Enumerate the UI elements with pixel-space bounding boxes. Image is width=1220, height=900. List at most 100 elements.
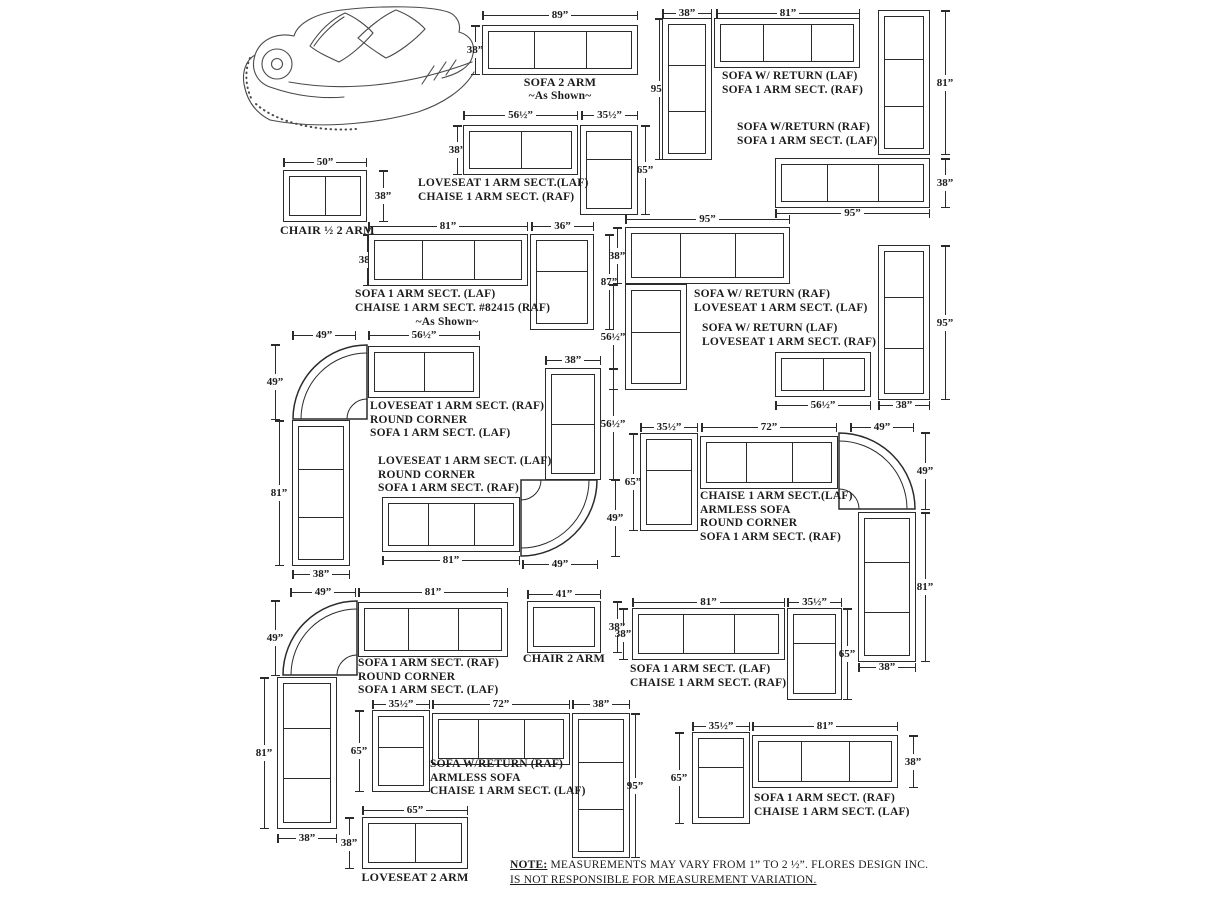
config-label: SOFA 1 ARM SECT. (RAF) CHAISE 1 ARM SECT… — [754, 792, 910, 819]
dim-label: 38” — [448, 144, 466, 156]
dim-label: 41” — [555, 588, 573, 600]
sofa-sketch-illustration — [242, 6, 475, 131]
config-label: SOFA 1 ARM SECT. (LAF) CHAISE 1 ARM SECT… — [355, 288, 550, 315]
loveseat-outline — [545, 368, 601, 480]
dim-label: 72” — [492, 698, 510, 710]
height-dim: 38” — [332, 817, 366, 869]
seat-inner — [536, 240, 588, 324]
chaise-length-dim: 65” — [616, 433, 650, 531]
seat-divider — [800, 741, 802, 782]
dim-label: 38” — [592, 698, 610, 710]
seat-inner — [378, 716, 424, 786]
seat-divider — [668, 111, 706, 113]
chair-outline — [527, 601, 601, 653]
return-length-dim: 56½” — [596, 284, 630, 390]
sofa-length-dim: 81” — [247, 677, 281, 829]
dim-label: 65” — [350, 745, 368, 757]
return-width-dim: 38” — [662, 6, 712, 20]
sofa-width-dim: 81” — [632, 595, 785, 609]
dim-label: 38” — [312, 568, 330, 580]
dim-label: 50” — [316, 156, 334, 168]
dim-label: 81” — [270, 487, 288, 499]
label-line: SOFA 1 ARM SECT. (LAF) — [355, 288, 496, 300]
dim-label: 81” — [439, 220, 457, 232]
note-label: NOTE: — [510, 859, 548, 871]
label-line: CHAISE 1 ARM SECT. (RAF) — [630, 676, 787, 689]
dim-label: 38” — [904, 755, 922, 768]
dim-label: 56½” — [600, 331, 626, 343]
sofa-outline — [878, 10, 930, 155]
seat-inner — [864, 518, 910, 656]
label-line: CHAISE 1 ARM SECT.(LAF) — [700, 490, 853, 502]
sofa-outline — [714, 18, 860, 68]
height-dim: 81” — [928, 10, 962, 155]
label-line: ROUND CORNER — [378, 468, 476, 481]
dim-label: 35½” — [388, 698, 414, 710]
corner-height-dim: 49” — [908, 432, 942, 510]
dim-label: 81” — [779, 7, 797, 19]
sofa-outline — [358, 602, 508, 657]
seat-divider — [585, 31, 587, 69]
chaise-width-dim: 38” — [572, 697, 630, 711]
sofa-width-dim: 81” — [752, 719, 898, 733]
seat-divider — [668, 65, 706, 67]
chaise-width-dim: 35½” — [787, 595, 842, 609]
dim-label: 49” — [551, 558, 569, 570]
dim-label: 38” — [614, 628, 632, 640]
dim-label: 49” — [916, 465, 934, 477]
seat-divider — [823, 358, 824, 391]
label-line: SOFA 1 ARM SECT. (RAF) — [722, 83, 864, 96]
label-sofa-return-raf: SOFA W/RETURN (RAF) SOFA 1 ARM SECT. (LA… — [737, 121, 877, 148]
sofa-outline — [775, 158, 930, 208]
config-label: SOFA 2 ARM ~As Shown~ — [482, 75, 638, 103]
label-line: SOFA W/ RETURN (RAF) — [694, 288, 831, 300]
seat-inner — [884, 16, 924, 149]
seat-divider — [298, 468, 344, 470]
seat-inner — [720, 24, 854, 62]
seat-divider — [415, 823, 416, 863]
dim-label: 36” — [554, 220, 571, 232]
dim-label: 38” — [608, 249, 626, 262]
dim-label: 95” — [936, 316, 954, 329]
seat-inner — [884, 251, 924, 394]
seat-divider — [646, 470, 692, 472]
dim-label: 81” — [916, 581, 934, 593]
seat-inner — [488, 31, 632, 69]
loveseat-length-dim: 56½” — [596, 368, 630, 480]
dim-label: 65” — [624, 476, 642, 488]
seat-divider — [408, 608, 410, 651]
loveseat-outline — [775, 352, 871, 397]
label-sofa-return-laf-loveseat-raf: SOFA W/ RETURN (LAF) LOVESEAT 1 ARM SECT… — [702, 322, 876, 349]
seat-inner — [364, 608, 502, 651]
return-outline — [662, 18, 712, 160]
dim-label: 65” — [636, 164, 654, 176]
sofa-width-dim: 81” — [368, 219, 528, 233]
return-length-dim: 65” — [342, 710, 376, 792]
seat-divider — [631, 331, 681, 333]
width-dim: 65” — [362, 803, 468, 817]
config-label: CHAISE 1 ARM SECT.(LAF) ARMLESS SOFA ROU… — [700, 490, 853, 544]
seat-divider — [884, 296, 924, 298]
dim-label: 49” — [266, 376, 284, 388]
dim-label: 81” — [700, 596, 717, 608]
armless-sofa-outline — [700, 436, 838, 489]
label-line: CHAISE 1 ARM SECT. #82415 (RAF) — [355, 301, 551, 314]
sofa-length-dim: 81” — [908, 512, 942, 662]
chaise-length-dim: 65” — [830, 608, 864, 700]
dim-label: 95” — [844, 207, 861, 219]
seat-inner — [706, 442, 832, 483]
seat-divider — [810, 24, 812, 62]
seat-divider — [534, 31, 536, 69]
seat-divider — [734, 233, 736, 278]
sofa-width-dim: 81” — [358, 585, 508, 599]
dim-label: 65” — [838, 648, 856, 660]
dim-label: 89” — [551, 9, 569, 21]
dim-label: 35½” — [802, 596, 827, 608]
seat-divider — [523, 719, 525, 759]
sofa-outline — [632, 608, 785, 660]
seat-divider — [457, 608, 459, 651]
measurement-note: NOTE: MEASUREMENTS MAY VARY FROM 1” TO 2… — [510, 858, 970, 888]
note-text-2: IS NOT RESPONSIBLE FOR MEASUREMENT VARIA… — [510, 874, 817, 886]
chaise-width-dim: 35½” — [640, 420, 698, 434]
sofa-outline — [292, 420, 350, 566]
